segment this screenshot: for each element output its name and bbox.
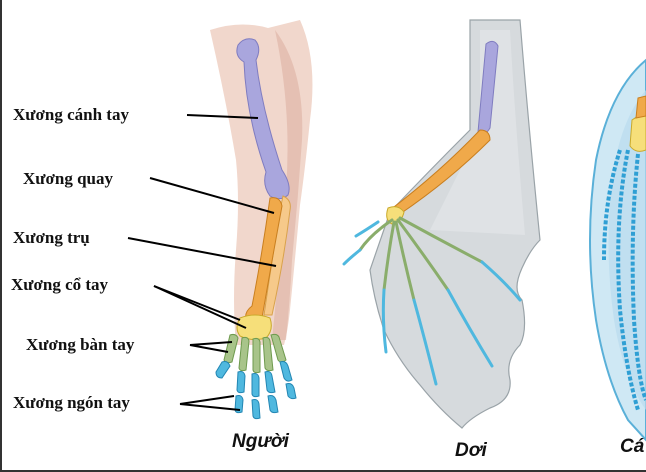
human-arm bbox=[210, 20, 313, 420]
metacarpal-bones bbox=[223, 333, 287, 374]
whale-radius-bone bbox=[635, 95, 646, 119]
whale-phalanx-bones bbox=[602, 149, 646, 411]
caption-whale: Cá bbox=[620, 436, 645, 457]
caption-human: Người bbox=[232, 431, 290, 452]
label-metacarpals: Xương bàn tay bbox=[26, 335, 135, 354]
label-phalanges: Xương ngón tay bbox=[13, 393, 130, 412]
bat-wing bbox=[342, 19, 541, 429]
whale-fin bbox=[589, 58, 646, 442]
label-lines bbox=[127, 114, 277, 411]
humerus-bone bbox=[236, 38, 290, 200]
label-ulna: Xương trụ bbox=[13, 228, 90, 247]
caption-bat: Dơi bbox=[455, 440, 487, 461]
phalanx-bones bbox=[215, 361, 297, 420]
bat-wing-membrane-inner bbox=[430, 30, 525, 235]
bat-phalanx-bones bbox=[342, 220, 522, 386]
label-radius: Xương quay bbox=[23, 169, 114, 188]
label-carpals: Xương cổ tay bbox=[11, 275, 109, 294]
bat-metacarpal-bones bbox=[358, 216, 484, 302]
label-humerus: Xương cánh tay bbox=[13, 105, 129, 124]
